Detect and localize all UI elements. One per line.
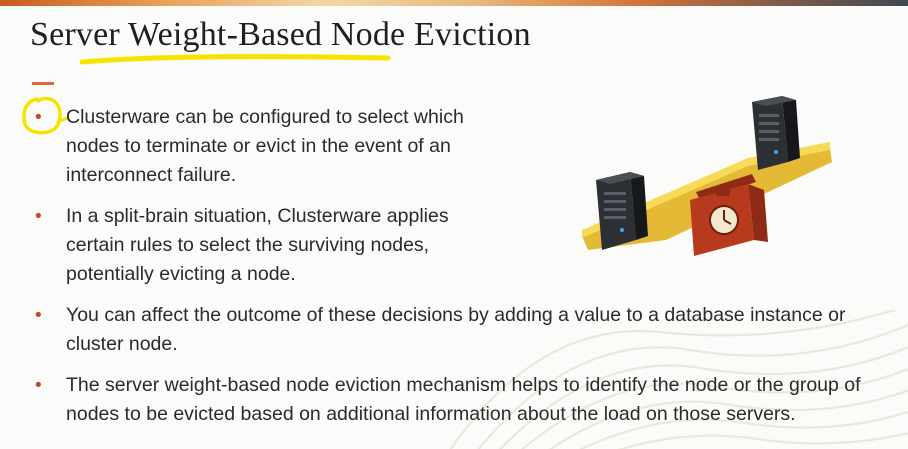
bullet-text: You can affect the outcome of these deci… xyxy=(66,304,846,355)
clock-icon xyxy=(709,205,739,235)
highlight-circle xyxy=(22,96,69,135)
bullet-item: • The server weight-based node eviction … xyxy=(30,371,896,429)
server-balance-illustration xyxy=(582,96,832,256)
bullet-marker: • xyxy=(35,375,42,396)
bullet-text: Clusterware can be configured to select … xyxy=(66,106,464,186)
bullet-marker: • xyxy=(35,305,42,326)
server-tower-icon xyxy=(596,172,648,250)
server-tower-icon xyxy=(752,96,800,170)
bullet-item: • Clusterware can be configured to selec… xyxy=(30,103,486,190)
bullet-item: • You can affect the outcome of these de… xyxy=(30,301,866,359)
top-decorative-band xyxy=(0,0,908,6)
bullet-marker: • xyxy=(35,206,42,227)
accent-dash xyxy=(32,82,54,85)
bullet-text: In a split-brain situation, Clusterware … xyxy=(66,205,449,285)
bullet-item: • In a split-brain situation, Clusterwar… xyxy=(30,202,496,289)
background-pattern xyxy=(450,310,908,449)
highlight-underline xyxy=(80,54,391,65)
bullet-list: • Clusterware can be configured to selec… xyxy=(30,103,896,429)
slide-title: Server Weight-Based Node Eviction xyxy=(30,16,531,53)
bullet-marker: • xyxy=(35,107,42,128)
bullet-text: The server weight-based node eviction me… xyxy=(66,374,861,425)
